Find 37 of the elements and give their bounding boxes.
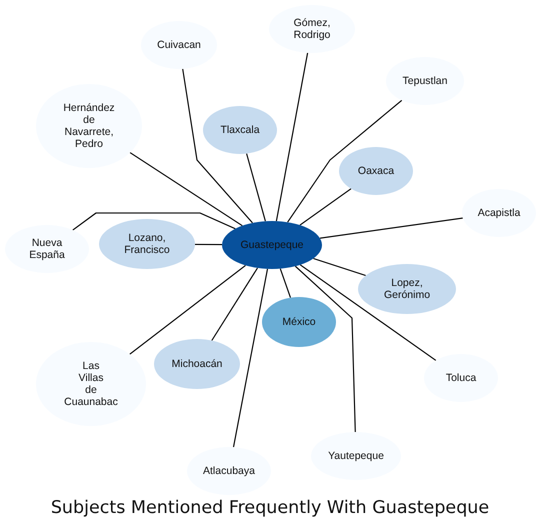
connector-line: [72, 212, 236, 231]
topic-label: Cuivacan: [157, 39, 201, 51]
topic-ellipse: [262, 297, 336, 347]
topic-label: Hernández de Navarrete, Pedro: [63, 102, 115, 150]
topic-label: Lopez, Gerónimo: [384, 277, 430, 301]
connector-line: [195, 244, 222, 246]
topic-label: Yautepeque: [328, 450, 384, 462]
connector-line: [232, 268, 268, 448]
connector-line: [294, 266, 356, 432]
connector-line: [129, 264, 246, 355]
connector-line: [287, 100, 402, 223]
connector-line: [130, 152, 243, 226]
topic-label: Oaxaca: [358, 165, 394, 177]
connector-line: [300, 264, 436, 361]
topic-label: Nueva España: [29, 237, 65, 261]
connector-line: [280, 268, 292, 298]
topic-label: Gómez, Rodrigo: [294, 17, 330, 41]
topic-label: Las Villas de Cuaunabac: [64, 360, 118, 408]
connector-line: [246, 153, 266, 222]
topic-label: Tepustlan: [402, 75, 448, 87]
connector-line: [182, 68, 253, 224]
topic-label: Acapistla: [478, 207, 520, 219]
topic-label: Atlacubaya: [203, 465, 255, 477]
connector-line: [300, 188, 352, 226]
connector-line: [320, 218, 463, 239]
topic-label: Toluca: [446, 372, 476, 384]
topic-label: México: [282, 316, 316, 328]
topic-label: Lozano, Francisco: [124, 232, 170, 256]
topic-label: Michoacán: [172, 358, 222, 370]
topic-label: Tlaxcala: [220, 124, 260, 136]
topic-ellipse: [358, 264, 456, 314]
topic-ellipse: [339, 147, 413, 195]
connector-line: [313, 258, 366, 276]
connector-line: [211, 268, 258, 341]
topic-label: Guastepeque: [240, 239, 304, 251]
chart-title: Subjects Mentioned Frequently With Guastepeque: [50, 497, 490, 519]
connector-line: [276, 52, 308, 222]
